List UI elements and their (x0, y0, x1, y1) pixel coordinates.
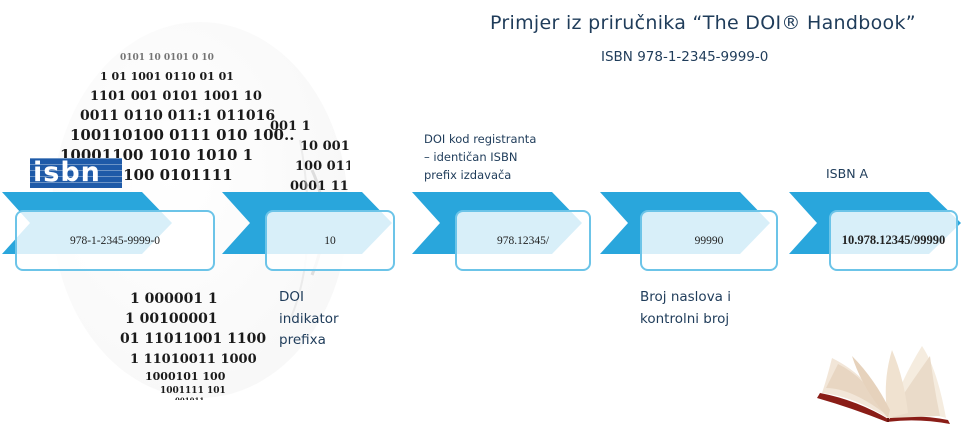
slide-title: Primjer iz priručnika “The DOI® Handbook… (490, 12, 916, 34)
svg-text:1001111 101: 1001111 101 (160, 386, 226, 396)
step-box-registrant-code: 978.12345/ (455, 210, 591, 271)
svg-text:1101 001 0101 1001 10: 1101 001 0101 1001 10 (90, 89, 262, 104)
svg-text:0011 0110 011:1 011016: 0011 0110 011:1 011016 (80, 108, 275, 124)
svg-text:1 01 1001 0110 01 01: 1 01 1001 0110 01 01 (100, 70, 234, 83)
svg-text:1 000001 1: 1 000001 1 (130, 291, 218, 307)
isbn-logo: isbn (30, 158, 122, 188)
registrant-code-label: DOI kod registranta – identičan ISBN pre… (424, 131, 536, 184)
title-number-label: Broj naslova i kontrolni broj (640, 287, 731, 330)
step-box-doi-indicator: 10 (265, 210, 395, 271)
doi-prefix-indicator-label: DOI indikator prefixa (279, 287, 339, 352)
label-line: DOI (279, 289, 305, 305)
svg-text:0101 10 0101 0 10: 0101 10 0101 0 10 (120, 53, 214, 63)
label-line: prefixa (279, 332, 326, 349)
svg-text:100 0110: 100 0110 (295, 159, 350, 174)
isbn-number-heading: ISBN 978-1-2345-9999-0 (601, 49, 769, 65)
svg-text:1 11010011 1000: 1 11010011 1000 (130, 352, 257, 367)
svg-text:1 00100001: 1 00100001 (125, 311, 218, 327)
label-line: – identičan ISBN (424, 149, 518, 164)
label-line: kontrolni broj (640, 310, 730, 327)
step-box-title-number: 99990 (640, 210, 778, 271)
label-line: prefix izdavača (424, 167, 512, 182)
step-box-isbn-a: 10.978.12345/99990 (829, 210, 958, 271)
label-line: indikator (279, 310, 339, 327)
label-line: DOI kod registranta (424, 132, 537, 146)
step-box-isbn: 978-1-2345-9999-0 (15, 210, 215, 271)
label-line: Broj naslova i (640, 289, 731, 305)
isbn-a-label: ISBN A (826, 166, 869, 181)
svg-text:10 001: 10 001 (300, 139, 350, 154)
svg-text:100110100 0111 010 100..: 100110100 0111 010 100.. (70, 126, 294, 144)
svg-text:001 1: 001 1 (270, 119, 311, 134)
open-book-image (817, 346, 950, 424)
svg-text:1000101 100: 1000101 100 (145, 370, 226, 383)
svg-text:01 11011001 1100: 01 11011001 1100 (120, 331, 266, 347)
